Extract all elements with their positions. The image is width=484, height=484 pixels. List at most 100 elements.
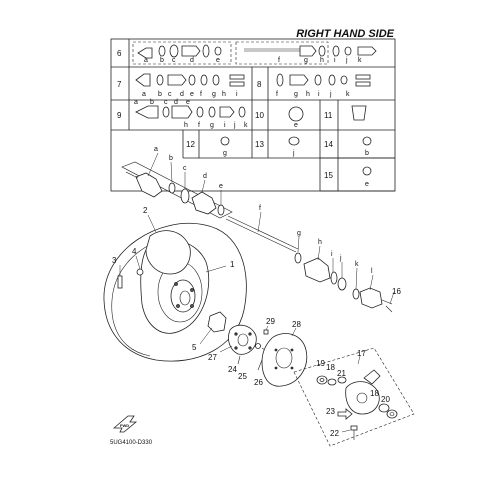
drive-shaft-assembly: a b c d e f g h i j k l — [121, 146, 395, 313]
part-letter: c — [183, 165, 187, 172]
part-letter: k — [355, 261, 359, 268]
row-6-parts: a b c d e f g h i j k — [132, 41, 377, 65]
row-7-parts: a b c d e f g h i — [135, 73, 245, 98]
part-number: 22 — [330, 429, 339, 438]
part-letter: a — [144, 57, 148, 64]
boot-part — [351, 105, 367, 121]
part-letter: e — [190, 91, 194, 98]
part-letter: j — [345, 57, 348, 64]
part-number: 20 — [381, 395, 390, 404]
part-number: 5 — [192, 343, 197, 352]
row-9-parts: a b c d e f g h i j k — [134, 99, 248, 129]
row-number: 10 — [255, 111, 264, 120]
part-letter: e — [219, 183, 223, 190]
part-letter: g — [212, 91, 216, 98]
row-number: 8 — [257, 80, 262, 89]
part-letter: g — [223, 150, 227, 157]
part-number: 24 — [228, 365, 237, 374]
nut-part — [220, 136, 230, 146]
row-number: 11 — [324, 111, 333, 120]
clip-part — [362, 136, 372, 146]
part-letter: b — [169, 155, 173, 162]
part-letter: h — [184, 122, 188, 129]
row-number: 9 — [117, 111, 122, 120]
part-number-labels: 1 2 3 4 5 16 17 18 19 20 21 22 23 24 25 … — [112, 206, 401, 438]
row-number: 6 — [117, 49, 122, 58]
part-letter: j — [329, 91, 332, 98]
row-number: 15 — [324, 171, 333, 180]
row-number: 12 — [186, 140, 195, 149]
part-letter: a — [142, 91, 146, 98]
part-number: 25 — [238, 372, 247, 381]
circlip-part — [288, 106, 304, 122]
part-letter: g — [304, 57, 308, 64]
part-letter: f — [278, 57, 280, 64]
part-number: 1 — [230, 260, 235, 269]
part-letter: i — [318, 91, 320, 98]
part-letter: e — [186, 99, 190, 106]
part-letter: f — [259, 205, 261, 212]
row-number: 13 — [255, 140, 264, 149]
part-letter: h — [318, 239, 322, 246]
part-letter: i — [236, 91, 238, 98]
part-number: 18 — [326, 363, 335, 372]
part-letter: i — [331, 251, 333, 258]
knuckle-subassembly — [293, 347, 415, 447]
part-letter: j — [292, 150, 295, 157]
parts-table: 6 7 8 9 10 11 12 13 14 15 a b — [110, 38, 396, 192]
part-letter: a — [154, 146, 158, 153]
part-letter: c — [164, 99, 168, 106]
row-8-parts: f g h i j k — [276, 73, 371, 98]
part-letter: h — [306, 91, 310, 98]
part-letter: i — [224, 122, 226, 129]
part-letter: d — [203, 173, 207, 180]
part-letter: c — [168, 91, 172, 98]
part-letter: j — [339, 255, 342, 262]
row-number: 14 — [324, 140, 333, 149]
part-number: 16 — [392, 287, 401, 296]
part-letter: l — [371, 268, 373, 275]
diagram-code: 5UG4100-D330 — [110, 440, 153, 446]
part-letter: c — [172, 57, 176, 64]
part-letter: b — [365, 150, 369, 157]
part-number: 27 — [208, 353, 217, 362]
part-letter: e — [294, 122, 298, 129]
part-number: 28 — [292, 320, 301, 329]
part-number: 18 — [370, 389, 379, 398]
part-letter: g — [210, 122, 214, 129]
part-letter: i — [334, 57, 336, 64]
row-number: 7 — [117, 80, 122, 89]
part-letter: k — [346, 91, 350, 98]
part-letter: e — [216, 57, 220, 64]
ring-part — [288, 136, 300, 146]
part-letter: a — [134, 99, 138, 106]
part-number: 4 — [132, 247, 137, 256]
part-number: 29 — [266, 317, 275, 326]
part-letter: g — [297, 230, 301, 237]
clip-part — [362, 166, 372, 176]
part-letter: b — [150, 99, 154, 106]
part-letter: d — [180, 91, 184, 98]
part-number: 2 — [143, 206, 148, 215]
part-number: 23 — [326, 407, 335, 416]
part-number: 19 — [316, 359, 325, 368]
part-letter: j — [233, 122, 236, 129]
part-letter: b — [158, 91, 162, 98]
part-number: 3 — [112, 256, 117, 265]
part-number: 26 — [254, 378, 263, 387]
part-letter: d — [174, 99, 178, 106]
part-letter: g — [294, 91, 298, 98]
part-number: 17 — [357, 349, 366, 358]
fwd-label: FWD — [120, 423, 129, 428]
part-letter: e — [365, 181, 369, 188]
part-letter: f — [198, 122, 200, 129]
wheel-assembly — [103, 214, 247, 362]
part-letter: k — [244, 122, 248, 129]
part-letter: f — [200, 91, 202, 98]
part-number: 21 — [337, 369, 346, 378]
hub-brake-assembly — [199, 311, 308, 387]
part-letter: h — [320, 57, 324, 64]
part-letter: k — [358, 57, 362, 64]
part-letter: d — [190, 57, 194, 64]
